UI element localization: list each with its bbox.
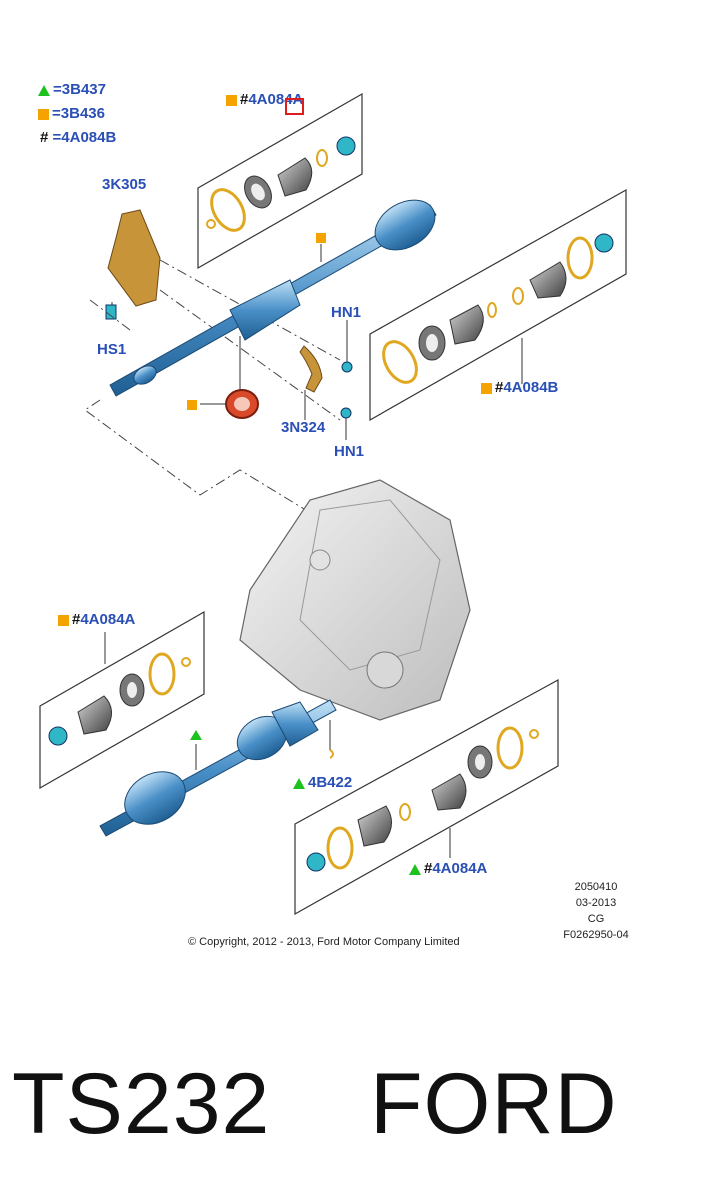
- square-icon: [481, 382, 492, 394]
- label-hs1: HS1: [97, 341, 127, 358]
- product-caption: TS232 FORD: [12, 1056, 618, 1152]
- triangle-icon: [409, 863, 421, 875]
- label-3n324: 3N324: [281, 419, 326, 436]
- info-line-1: 2050410: [574, 881, 618, 893]
- legend-square: =3B436: [38, 105, 105, 122]
- label-kit-bottom: #4A084A: [409, 860, 487, 877]
- square-icon: [226, 94, 237, 106]
- label-kit-left: #4A084A: [58, 611, 135, 628]
- info-line-3: CG: [587, 913, 605, 925]
- drawing-info: 2050410 03-2013 CG F0262950-04: [556, 879, 636, 943]
- square-icon: [38, 108, 49, 120]
- parts-diagram: [39, 92, 627, 916]
- exploded-view-drawing: [39, 92, 627, 916]
- drive-shaft-lower: [99, 699, 337, 837]
- kit-box-top: [197, 92, 363, 270]
- kit-box-right: [369, 188, 627, 422]
- label-3k305: 3K305: [102, 176, 147, 193]
- highlight-box: [285, 98, 304, 115]
- bolt-hs1: [105, 304, 117, 320]
- marker-square-shaft: [316, 233, 326, 243]
- kit-box-bottom: [294, 678, 559, 916]
- triangle-icon: [293, 777, 305, 789]
- label-kit-top: #4A084A: [226, 91, 303, 108]
- kit-right-parts: [382, 233, 614, 384]
- label-kit-right: #4A084B: [481, 379, 558, 396]
- kit-box-left: [39, 610, 205, 790]
- info-line-4: F0262950-04: [563, 929, 629, 941]
- triangle-icon: [38, 84, 50, 96]
- support-3n324: [299, 345, 323, 393]
- label-hn1-bottom: HN1: [334, 443, 365, 460]
- kit-left-parts: [48, 652, 191, 746]
- nut-hn1-top: [341, 361, 353, 373]
- marker-triangle-shaft: [190, 730, 202, 740]
- legend-hash: # =4A084B: [40, 129, 117, 146]
- legend-triangle: =3B437: [38, 81, 106, 98]
- kit-top-parts: [206, 136, 356, 232]
- square-icon: [58, 614, 69, 626]
- marker-square-seal: [187, 400, 197, 410]
- info-line-2: 03-2013: [575, 897, 617, 909]
- bracket-3k305: [107, 209, 161, 307]
- transmission-case: [239, 479, 471, 721]
- label-4b422: 4B422: [293, 774, 352, 791]
- kit-bottom-parts: [306, 726, 539, 872]
- drive-shaft-upper: [109, 199, 437, 397]
- copyright-text: © Copyright, 2012 - 2013, Ford Motor Com…: [188, 936, 460, 948]
- label-hn1-top: HN1: [331, 304, 362, 321]
- nut-hn1-bottom: [340, 407, 352, 419]
